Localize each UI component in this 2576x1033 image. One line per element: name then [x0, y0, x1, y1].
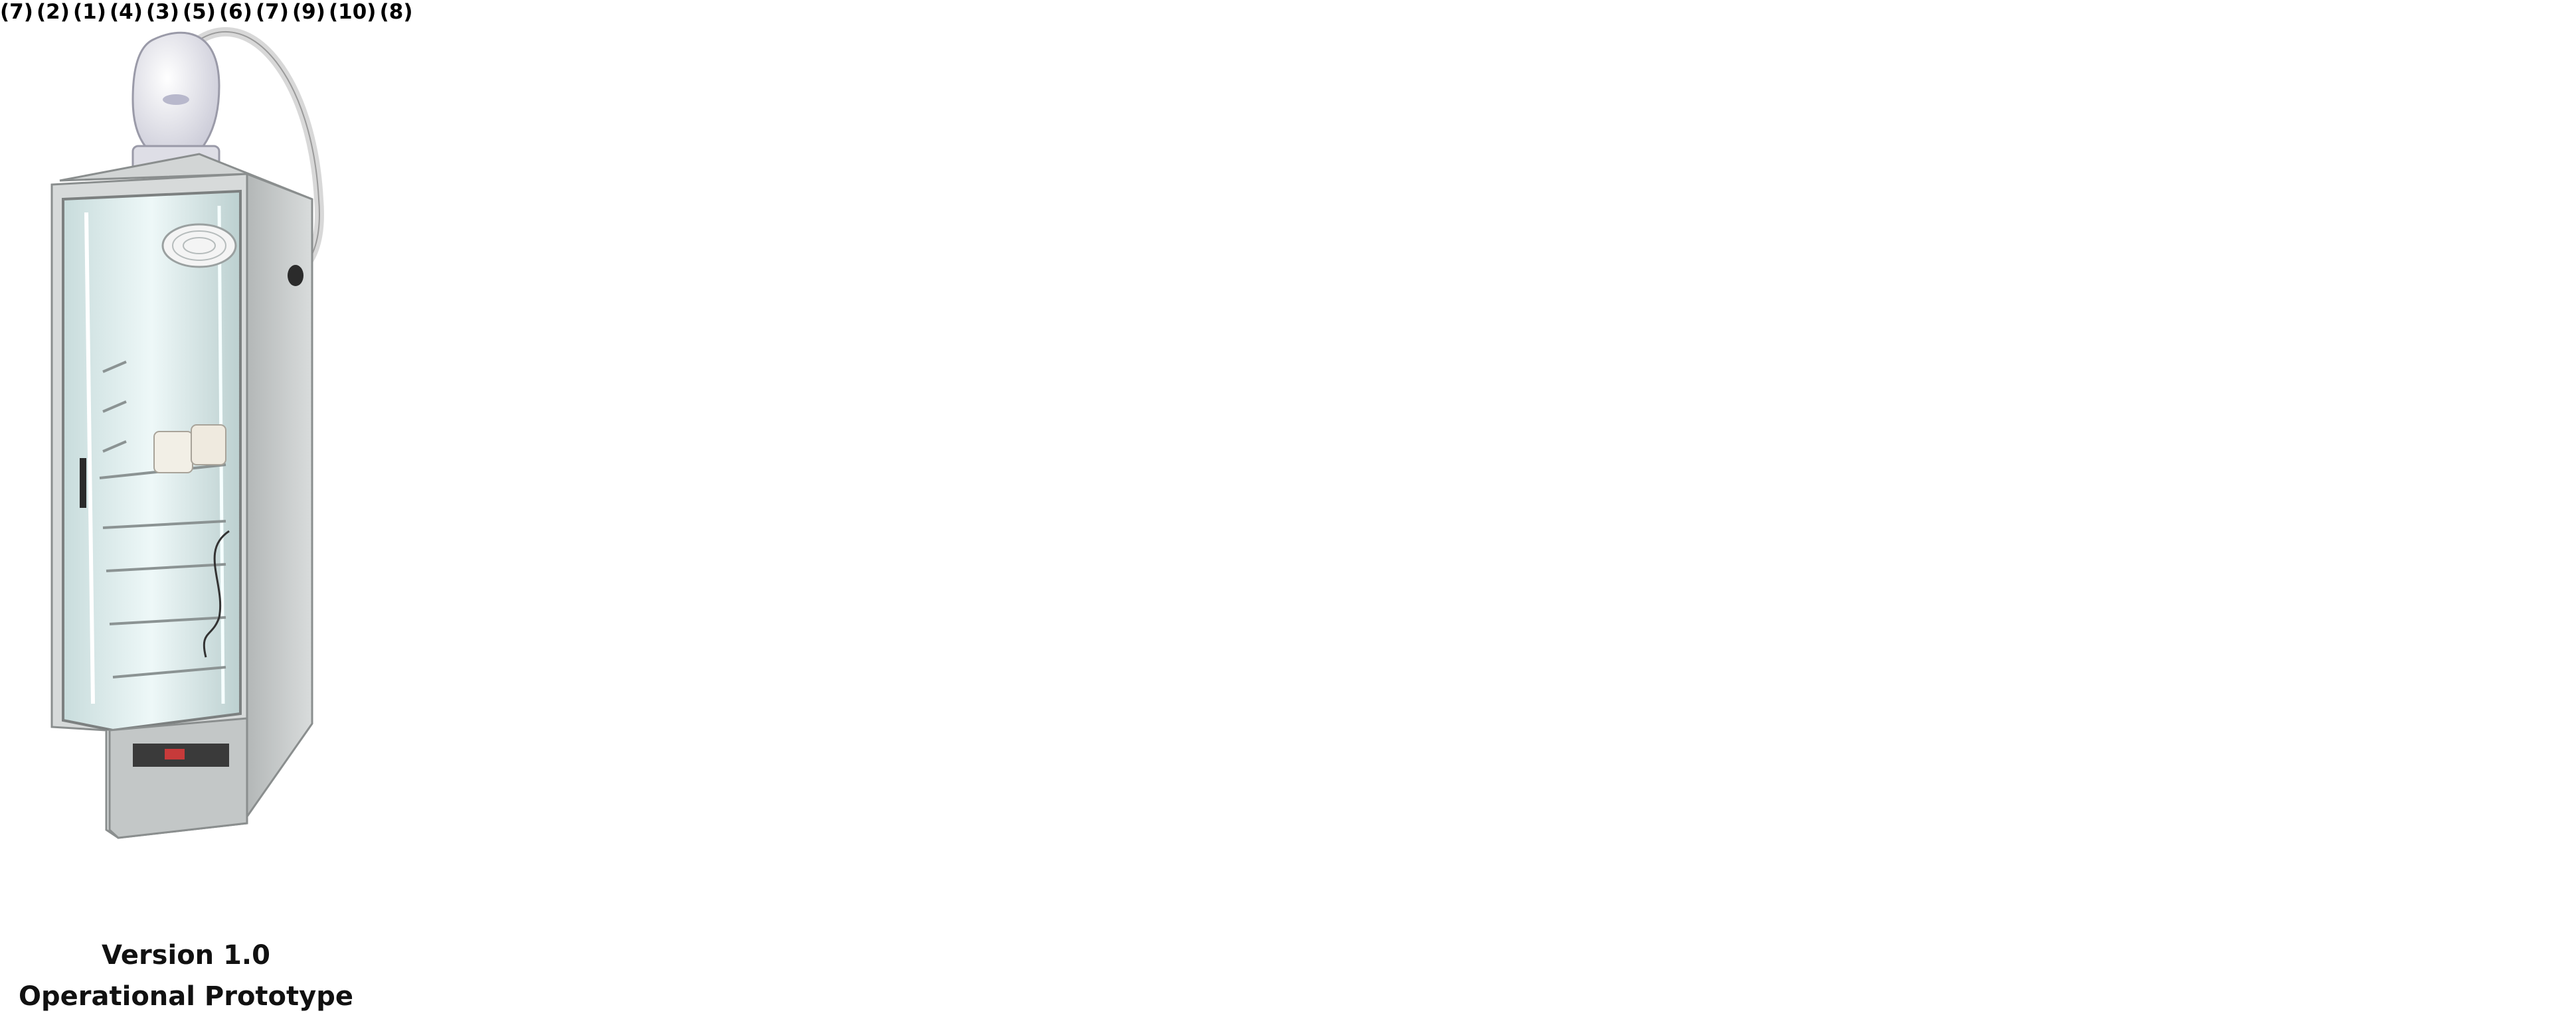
prototype-photo	[50, 27, 324, 839]
callout-8: (8)	[379, 0, 413, 24]
prototype-caption: Version 1.0 Operational Prototype	[0, 935, 372, 1017]
fan-icon	[161, 223, 237, 268]
prototype-shelves	[99, 360, 226, 678]
callout-7-section: (7)	[256, 0, 289, 24]
callout-9: (9)	[292, 0, 325, 24]
callout-6: (6)	[219, 0, 252, 24]
humidifier	[131, 31, 220, 174]
substrate-bags	[153, 424, 226, 473]
caption-version: Version 1.0	[102, 940, 270, 971]
callout-1: (1)	[73, 0, 106, 24]
callout-10: (10)	[329, 0, 377, 24]
callout-4: (4)	[110, 0, 143, 24]
caption-subtitle: Operational Prototype	[19, 981, 353, 1012]
callout-5: (5)	[183, 0, 216, 24]
callout-2: (2)	[37, 0, 70, 24]
callout-7-front: (7)	[0, 0, 33, 24]
callout-3: (3)	[146, 0, 179, 24]
